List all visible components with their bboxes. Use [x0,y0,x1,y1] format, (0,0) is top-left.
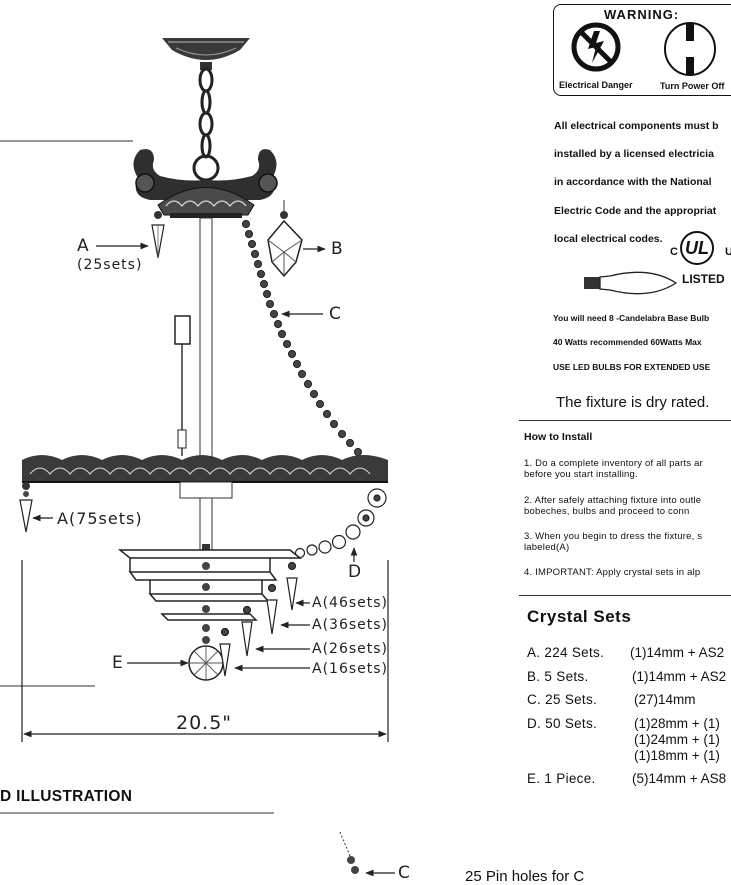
warning-box: WARNING: Electrical Danger Turn Power Of… [553,4,731,96]
step-line: before you start installing. [524,469,638,480]
label-c-bottom: C [398,863,411,883]
leader-arrows [32,242,358,672]
tiered-trays [117,549,303,621]
step-line: 3. When you begin to dress the fixture, … [524,531,703,542]
center-beads [202,562,210,644]
install-step-2: 2. After safely attaching fixture into o… [524,495,701,517]
crystal-d-chain [294,488,387,559]
electrical-line: local electrical codes. [554,233,663,245]
electrical-danger-icon [571,22,621,72]
crystal-ball-e [188,645,224,681]
label-a46: A(46sets) [312,595,389,611]
bead-chain-c [241,219,377,473]
crystal-row-value: (1)14mm + AS2 [632,669,727,684]
crystal-sets-title: Crystal Sets [527,607,632,626]
crystal-value-line: (1)24mm + (1) [634,732,720,747]
step-line: labeled(A) [524,542,570,553]
pendant-a-mid [19,482,33,533]
crystal-row-label: D. 50 Sets. [527,716,598,731]
crystal-row-value: (1)14mm + AS2 [630,645,725,660]
label-a-top: A [77,236,90,256]
caption-electrical-danger: Electrical Danger [559,80,633,90]
electrical-line: in accordance with the National [554,176,712,188]
crystal-b [267,200,303,278]
step-line: 1. Do a complete inventory of all parts … [524,458,703,469]
ul-logo: UL [680,231,714,265]
electrical-line: Electric Code and the appropriat [554,205,717,217]
install-step-1: 1. Do a complete inventory of all parts … [524,458,703,480]
divider [519,595,731,596]
crystal-row-label: C. 25 Sets. [527,692,598,707]
label-a-mid: A(75sets) [57,509,143,528]
label-e: E [112,653,124,673]
label-a36: A(36sets) [312,617,389,633]
install-step-3: 3. When you begin to dress the fixture, … [524,531,702,553]
width-label: 20.5" [176,712,233,734]
ul-c-mark: C [670,246,678,258]
ul-us-mark: U [725,246,731,258]
label-d: D [348,562,363,582]
candle [174,315,191,345]
bulb-line: 40 Watts recommended 60Watts Max [553,337,702,347]
candelabra-bulb-icon [584,271,678,295]
dry-rated-note: The fixture is dry rated. [556,394,710,411]
middle-ring [22,455,388,552]
bottom-note: 25 Pin holes for C [465,868,585,885]
crystal-value-line: (1)18mm + (1) [634,748,720,763]
step-line: 2. After safely attaching fixture into o… [524,495,702,506]
crystal-row-label: A. 224 Sets. [527,645,605,660]
label-a26: A(26sets) [312,641,389,657]
width-dimension [21,560,389,742]
crystal-row-value: (5)14mm + AS8 [632,771,727,786]
warning-title: WARNING: [604,7,680,22]
how-to-install-title: How to Install [524,431,593,443]
illustration-title: D ILLUSTRATION [0,788,133,805]
step-line: 4. IMPORTANT: Apply crystal sets in alp [524,567,701,578]
install-step-4: 4. IMPORTANT: Apply crystal sets in alp [524,567,700,578]
label-a16: A(16sets) [312,661,389,677]
hanging-chain [192,67,220,182]
electrical-line: All electrical components must b [554,120,719,132]
crystal-value-line: (1)28mm + (1) [634,716,720,731]
bulb-line: USE LED BULBS FOR EXTENDED USE [553,362,711,372]
bottom-chain [339,831,395,877]
crystal-row-label: B. 5 Sets. [527,669,589,684]
chandelier-diagram [0,38,395,877]
power-off-icon [664,22,716,76]
label-a-top-count: (25sets) [77,257,143,273]
caption-turn-power-off: Turn Power Off [660,81,725,91]
pendant-a-top [151,211,165,259]
crystal-row-value: (1)28mm + (1) (1)24mm + (1) (1)18mm + (1… [634,716,720,764]
step-line: bobeches, bulbs and proceed to conn [524,506,690,517]
bulb-line: You will need 8 -Candelabra Base Bulb [553,313,710,323]
crystal-row-label: E. 1 Piece. [527,771,596,786]
top-crown [133,149,278,218]
electrical-line: installed by a licensed electricia [554,148,714,160]
ul-listed: LISTED [682,272,725,286]
center-stem [199,217,213,459]
tier-pendants [219,561,298,677]
divider [519,420,731,421]
label-b: B [331,239,344,259]
ceiling-canopy [162,38,250,70]
crystal-row-value: (27)14mm [634,692,696,707]
label-c: C [329,304,342,324]
